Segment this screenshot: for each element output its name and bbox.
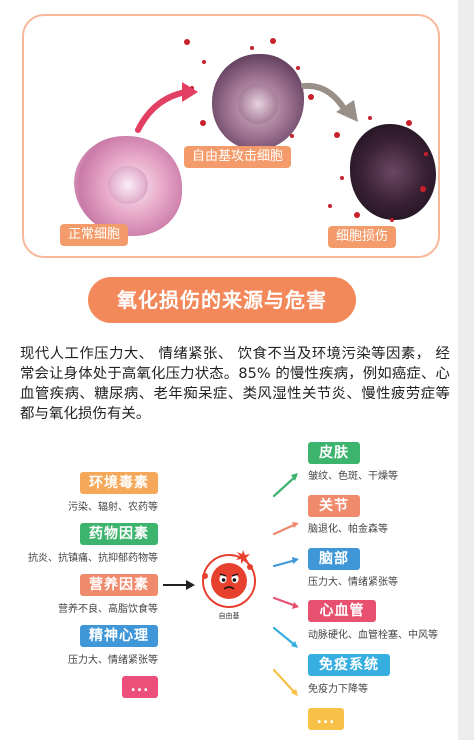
cause-description: 抗炎、抗镇痛、抗抑郁药物等 [28,553,158,564]
cause-description: 营养不良、高脂饮食等 [58,604,158,615]
free-radical-dot [340,176,344,180]
free-radical-dot [190,86,194,90]
free-radical-character: 自由基 [196,545,262,625]
label-normal-cell: 正常细胞 [60,224,129,246]
free-radical-dot [184,39,190,45]
effect-description: 动脉硬化、血管栓塞、中风等 [308,630,438,641]
effect-pill: 免疫系统 [308,654,390,676]
effect-pill: ... [308,708,344,730]
effect-pill: 心血管 [308,600,376,622]
free-radical-label: 自由基 [218,612,240,620]
effect-pill: 脑部 [308,548,360,570]
free-radical-dot [424,152,428,156]
curved-arrow-icon [301,82,358,122]
intro-paragraph: 现代人工作压力大、 情绪紧张、 饮食不当及环境污染等因素， 经常会让身体处于高氧… [20,346,450,422]
free-radical-dot [296,66,300,70]
arrow-to-more [272,668,298,696]
free-radical-dot [390,218,394,222]
free-radical-dot [270,38,276,44]
effect-description: 皱纹、色斑、干燥等 [308,471,398,482]
effect-description: 压力大、情绪紧张等 [308,577,398,588]
cause-pill: ... [122,676,158,698]
free-radical-dot [308,94,314,100]
effect-description: 脑退化、帕金森等 [308,524,388,535]
free-radical-dot [368,116,372,120]
label-damaged-cell: 细胞损伤 [328,226,397,248]
arrow-to-joint [272,522,298,536]
free-radical-dot [328,204,332,208]
cause-description: 污染、辐射、农药等 [68,502,158,513]
free-radical-dot [334,132,340,138]
attacked-cell-image [212,54,304,150]
cause-pill: 精神心理 [80,625,158,647]
arrow-to-immune [272,626,298,648]
effect-description: 免疫力下降等 [308,684,368,695]
free-radical-dot [200,120,206,126]
arrow-to-skin [272,474,298,498]
arrow-right-icon [163,580,195,590]
free-radical-dot [420,186,426,192]
cause-pill: 药物因素 [80,523,158,545]
free-radical-dot [290,134,294,138]
cause-pill: 环境毒素 [80,472,158,494]
damaged-cell-image [350,124,436,220]
free-radical-icon [202,550,256,608]
free-radical-dot [250,46,254,50]
free-radical-dot [202,60,206,64]
free-radical-dot [354,212,360,218]
arrow-to-brain [272,558,298,568]
arrow-to-cardio [272,596,298,608]
label-radical-attack: 自由基攻击细胞 [184,146,292,168]
curved-arrow-icon [135,82,198,133]
effect-pill: 关节 [308,495,360,517]
cause-description: 压力大、情绪紧张等 [68,655,158,666]
cause-pill: 营养因素 [80,574,158,596]
section-title-banner: 氧化损伤的来源与危害 [88,277,356,323]
normal-cell-image [74,136,182,236]
effect-arrows [272,473,299,696]
effect-pill: 皮肤 [308,442,360,464]
free-radical-dot [406,120,412,126]
scrollbar[interactable] [458,0,474,740]
cell-illustration-panel: 正常细胞 自由基攻击细胞 细胞损伤 [22,14,440,258]
